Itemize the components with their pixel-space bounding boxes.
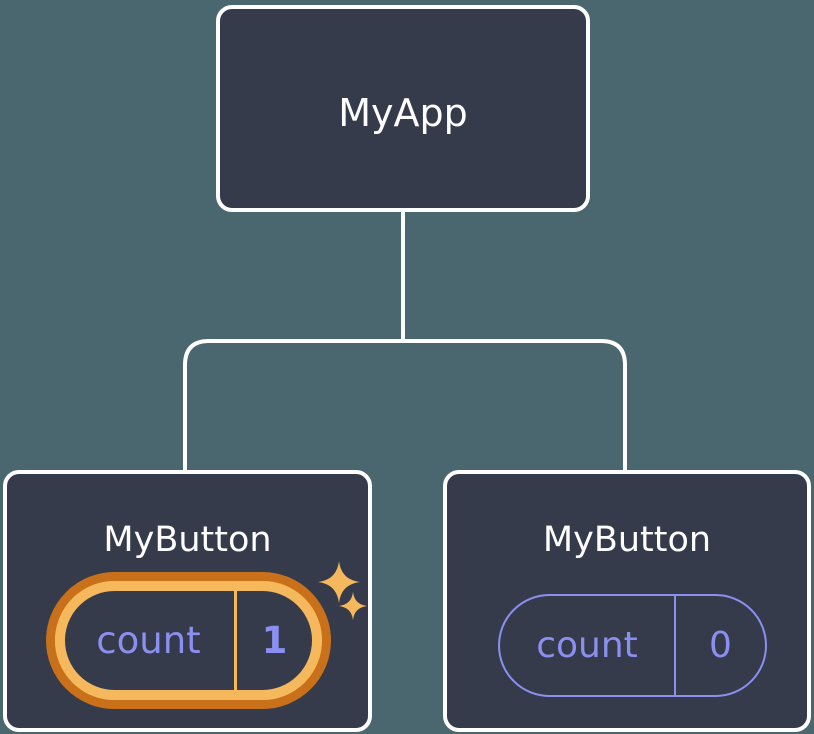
node-mybutton-right[interactable]: MyButton count 0	[443, 470, 811, 732]
sparkle-icon-large	[318, 561, 360, 603]
node-mybutton-left-title: MyButton	[103, 520, 272, 560]
state-badge-divider	[234, 591, 237, 690]
node-myapp[interactable]: MyApp	[216, 5, 590, 212]
state-badge-value: 1	[261, 619, 288, 662]
state-badge-count-right[interactable]: count 0	[498, 594, 767, 697]
edge-branch-right	[403, 339, 627, 472]
sparkle-icon-small	[339, 592, 367, 620]
state-badge-key: count	[536, 625, 638, 666]
node-mybutton-left[interactable]: MyButton count 1	[3, 470, 372, 732]
node-mybutton-right-title: MyButton	[542, 520, 712, 560]
state-badge-key: count	[96, 619, 201, 662]
state-badge-divider	[674, 596, 676, 695]
node-myapp-title: MyApp	[338, 91, 468, 135]
state-badge-inner: count 1	[55, 581, 322, 700]
state-badge-value: 0	[709, 625, 732, 666]
state-badge-count-left[interactable]: count 1	[46, 572, 331, 709]
edge-branch-left	[183, 339, 403, 472]
